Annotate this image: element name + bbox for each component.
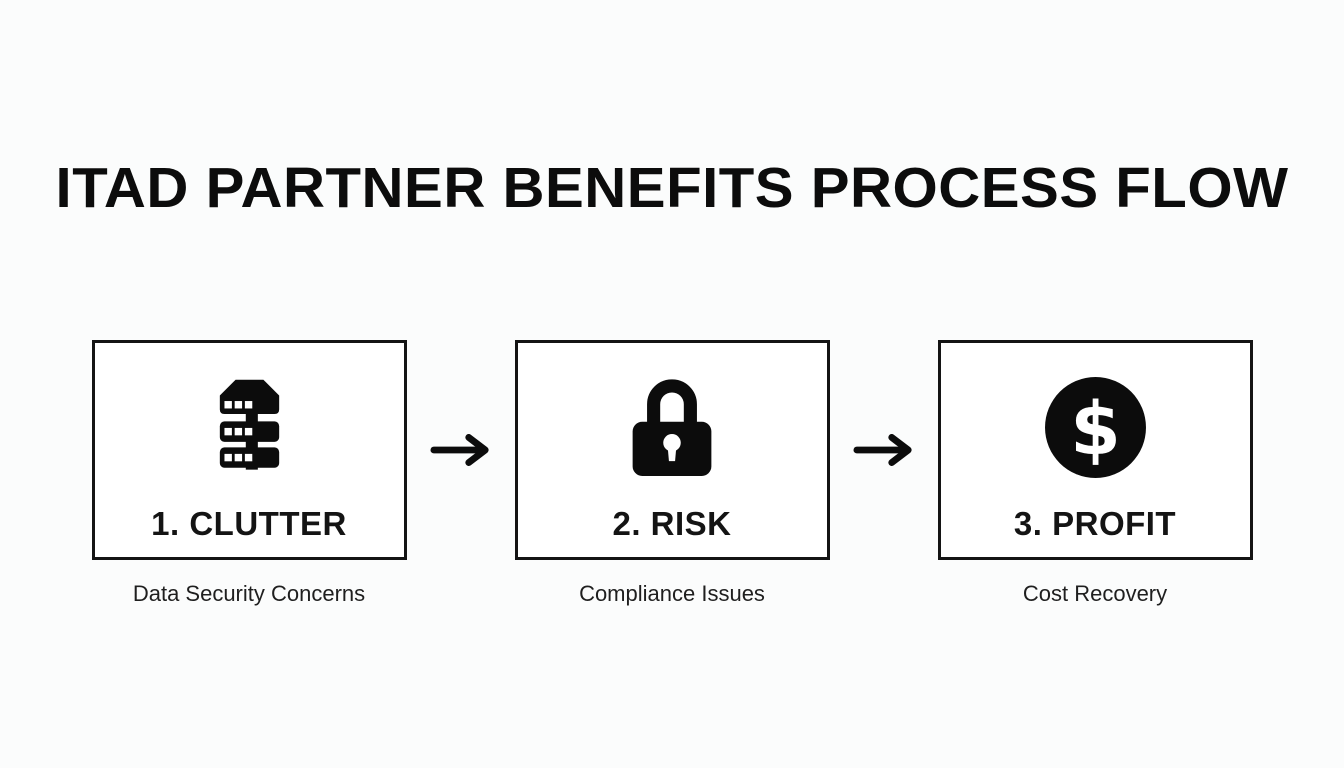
step-caption-profit: Cost Recovery	[1022, 581, 1168, 606]
dollar-coin-icon: $	[1043, 371, 1148, 483]
step-profit: $ 3. PROFIT Cost Recovery	[937, 340, 1253, 607]
step-label-clutter: 1. CLUTTER	[151, 505, 347, 542]
padlock-icon	[630, 371, 714, 483]
step-label-profit: 3. PROFIT	[1013, 505, 1177, 542]
step-clutter: 1. CLUTTER Data Security Concerns	[91, 340, 407, 607]
step-box-clutter: 1. CLUTTER	[91, 340, 407, 560]
step-caption-clutter: Data Security Concerns	[132, 581, 366, 606]
server-stack-icon	[205, 371, 294, 483]
page-title: ITAD PARTNER BENEFITS PROCESS FLOW	[55, 156, 1289, 220]
step-risk: 2. RISK Compliance Issues	[514, 340, 830, 607]
arrow-right-icon	[830, 340, 938, 560]
step-caption-risk: Compliance Issues	[579, 581, 765, 606]
step-box-profit: $ 3. PROFIT	[937, 340, 1253, 560]
step-label-risk: 2. RISK	[612, 505, 732, 542]
flow-row: 1. CLUTTER Data Security Concerns	[0, 340, 1344, 607]
step-box-risk: 2. RISK	[514, 340, 830, 560]
dollar-glyph: $	[1070, 387, 1121, 471]
arrow-right-icon	[407, 340, 515, 560]
